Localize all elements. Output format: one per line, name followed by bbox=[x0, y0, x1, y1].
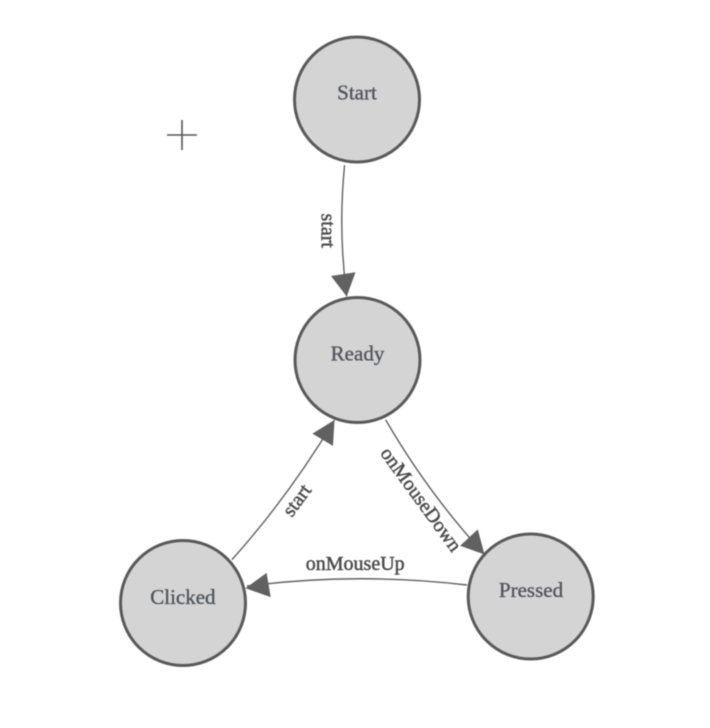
svg-text:Pressed: Pressed bbox=[499, 578, 564, 602]
svg-text:start: start bbox=[278, 480, 316, 521]
svg-text:Start: Start bbox=[337, 81, 377, 105]
svg-text:Clicked: Clicked bbox=[150, 585, 216, 609]
svg-text:onMouseUp: onMouseUp bbox=[306, 553, 405, 575]
svg-text:onMouseDown: onMouseDown bbox=[376, 443, 466, 556]
svg-text:start: start bbox=[317, 213, 339, 248]
svg-text:Ready: Ready bbox=[331, 342, 385, 366]
